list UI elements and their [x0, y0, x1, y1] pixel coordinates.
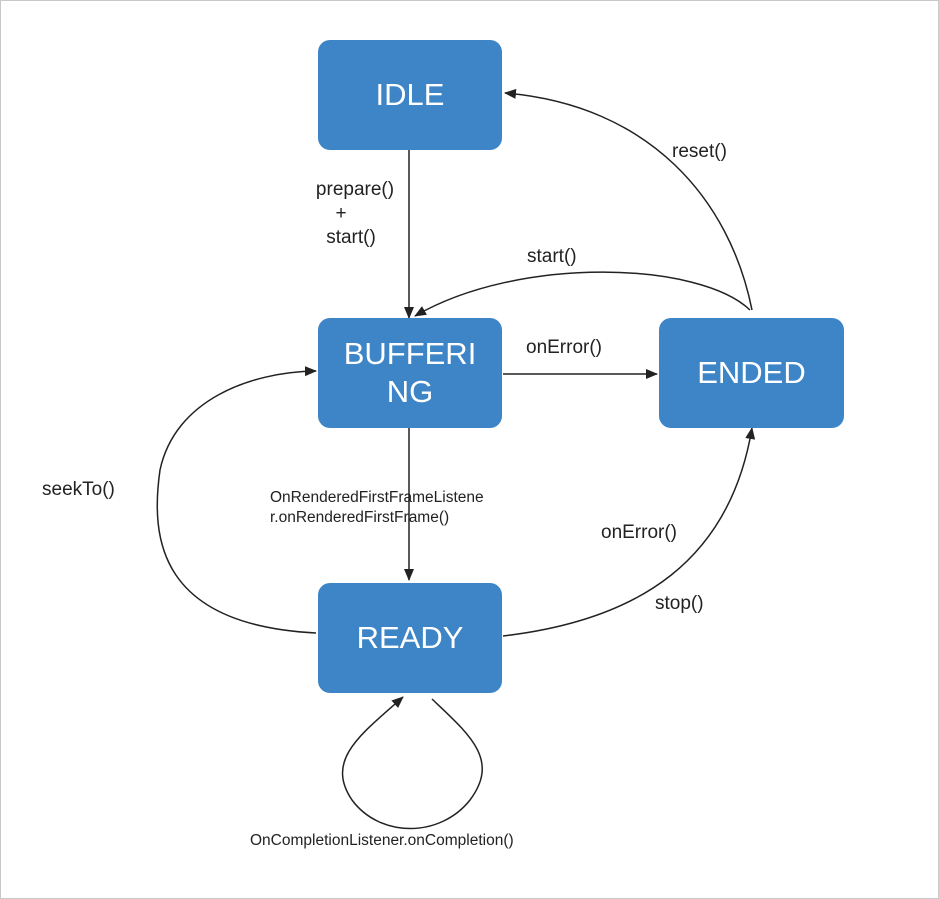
state-ended-label: ENDED — [697, 355, 806, 390]
label-on-error-buffering: onError() — [526, 337, 603, 358]
state-ready: READY — [318, 583, 502, 693]
label-reset: reset() — [672, 141, 727, 162]
label-prepare-start: prepare() + start() — [300, 178, 410, 250]
state-ready-label: READY — [356, 620, 464, 655]
label-rendered-line2: r.onRenderedFirstFrame() — [270, 509, 450, 526]
edge-ended-to-idle — [504, 88, 753, 311]
state-idle-label: IDLE — [375, 77, 445, 112]
edge-ended-to-buffering — [414, 271, 751, 317]
state-buffering: BUFFERI NG — [318, 318, 502, 428]
state-buffering-label-line1: BUFFERI — [343, 336, 477, 371]
label-rendered-line1: OnRenderedFirstFrameListene — [270, 489, 484, 506]
state-ended: ENDED — [659, 318, 844, 428]
label-completion: OnCompletionListener.onCompletion() — [250, 832, 514, 849]
edge-ready-to-buffering — [156, 366, 317, 634]
label-on-error-ready: onError() — [601, 522, 678, 543]
label-prepare: prepare() — [315, 179, 395, 200]
label-rendered-first-frame: OnRenderedFirstFrameListene r.onRendered… — [270, 488, 484, 528]
edge-ready-to-ended — [502, 427, 756, 637]
state-buffering-label-line2: NG — [386, 374, 434, 409]
label-stop: stop() — [655, 593, 704, 614]
label-start: start() — [527, 246, 577, 267]
state-idle: IDLE — [318, 40, 502, 150]
label-start-under-prepare: start() — [326, 227, 376, 248]
label-seek-to: seekTo() — [42, 479, 115, 500]
edge-ready-self-loop — [341, 696, 483, 830]
label-plus: + — [335, 203, 347, 224]
